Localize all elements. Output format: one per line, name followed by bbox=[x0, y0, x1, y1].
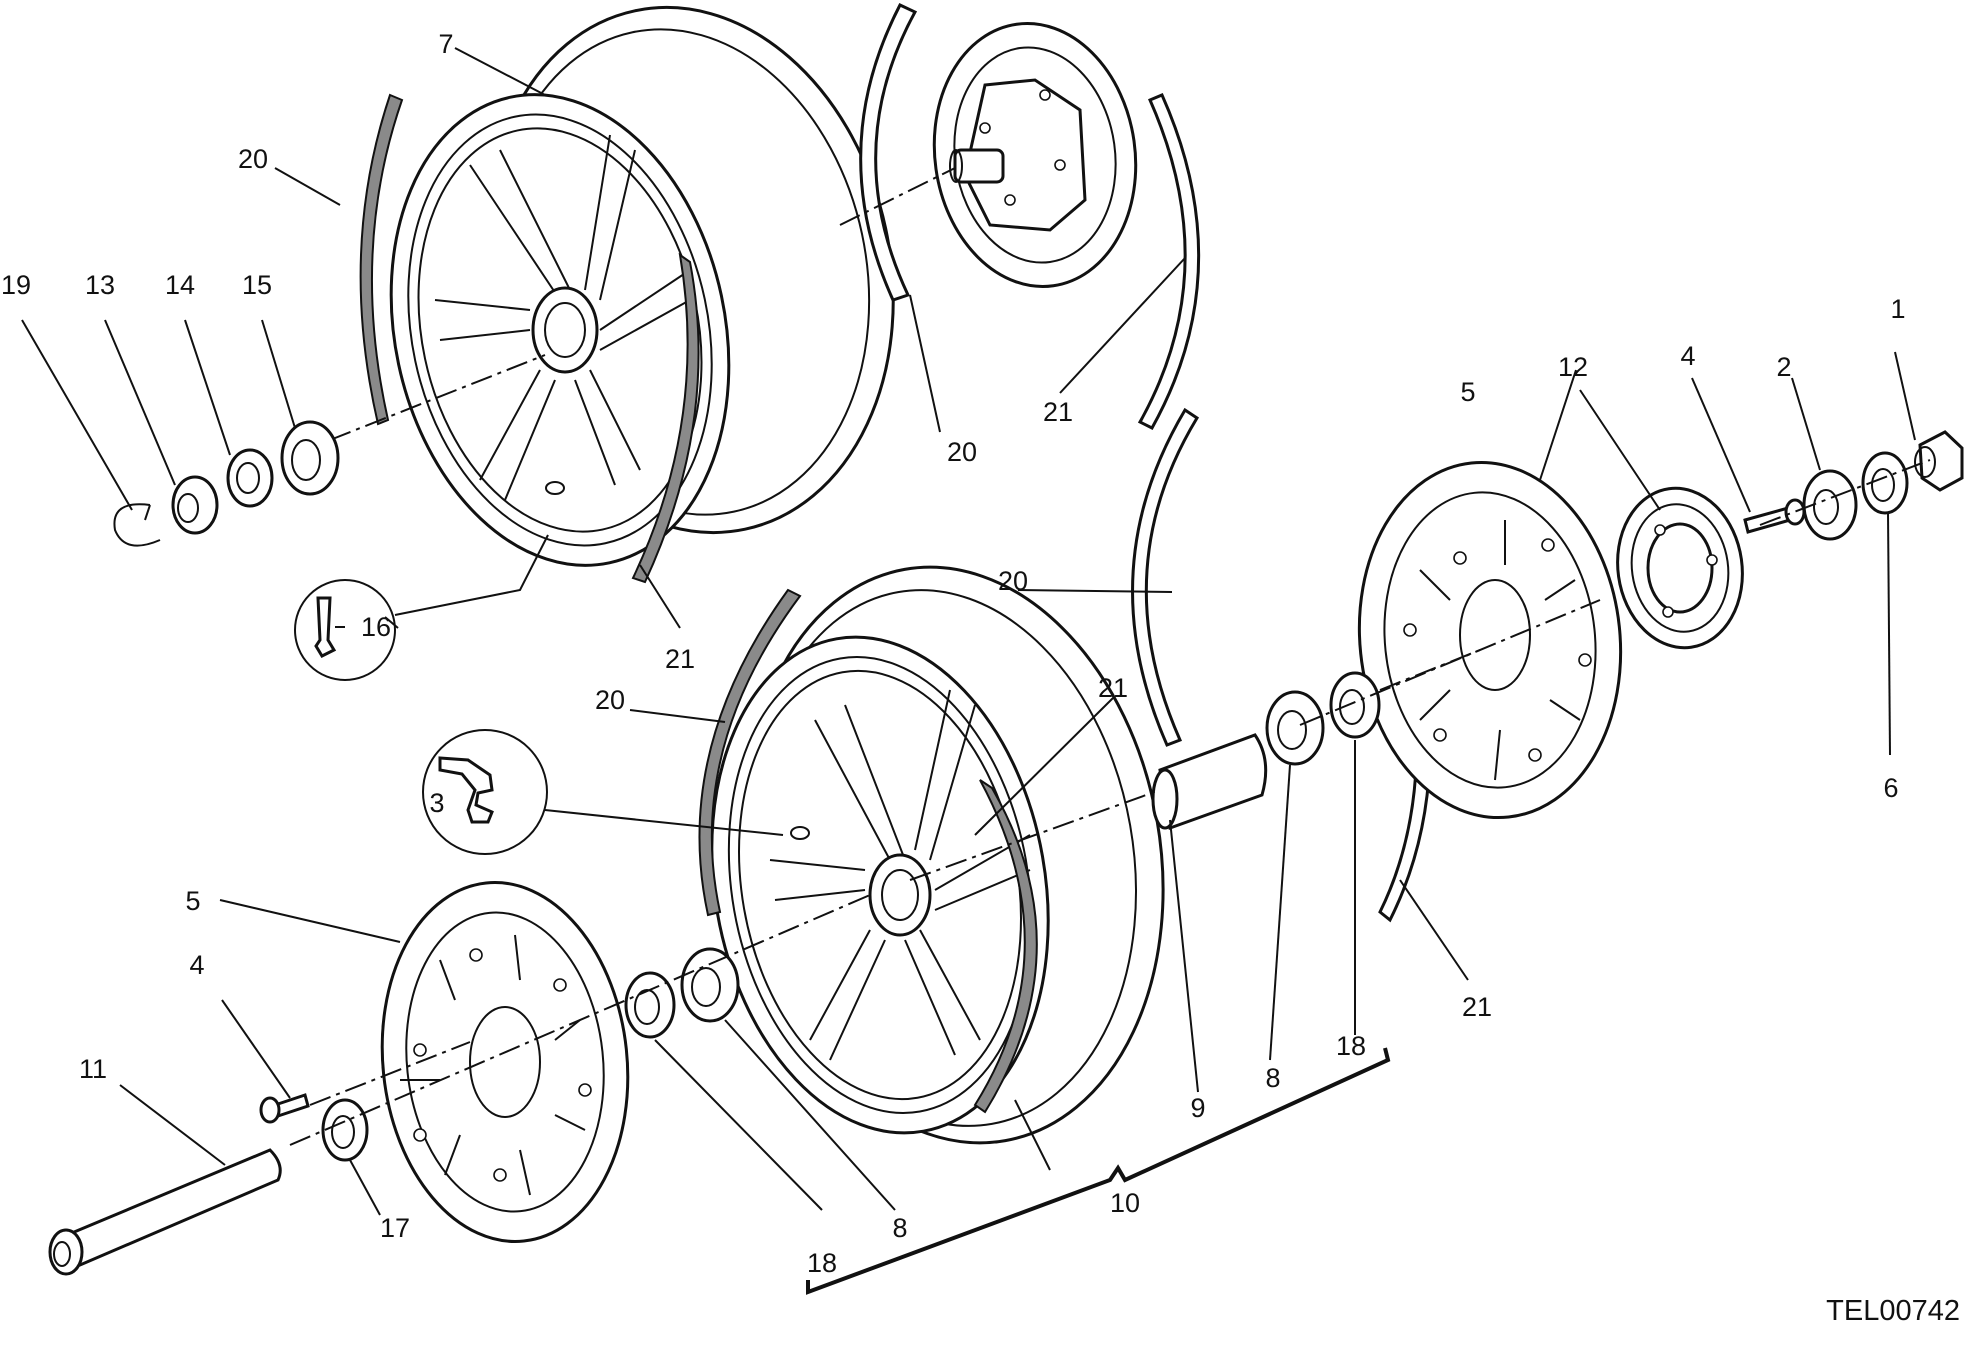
callout-1: 1 bbox=[1890, 294, 1905, 324]
rear-wheel-rim bbox=[389, 5, 895, 567]
callout-3: 3 bbox=[429, 788, 444, 818]
rear-rim-tape-right bbox=[631, 252, 700, 584]
callout-18-right: 18 bbox=[1336, 1031, 1366, 1061]
callout-8-right: 8 bbox=[1265, 1063, 1280, 1093]
callout-20-top-left: 20 bbox=[238, 144, 268, 174]
callout-8-left: 8 bbox=[892, 1213, 907, 1243]
left-bearing-8 bbox=[680, 947, 740, 1023]
wheel-axle bbox=[48, 1148, 282, 1276]
rear-ring-nut bbox=[171, 475, 219, 535]
callout-12: 12 bbox=[1558, 352, 1588, 382]
callout-4-bottom: 4 bbox=[189, 950, 204, 980]
rear-brake-disc bbox=[932, 22, 1138, 288]
callout-5-left: 5 bbox=[185, 886, 200, 916]
washer-17 bbox=[321, 1098, 369, 1162]
right-seal-18 bbox=[1329, 671, 1381, 739]
drawing-code: TEL00742 bbox=[1826, 1295, 1960, 1327]
callout-9: 9 bbox=[1190, 1093, 1205, 1123]
callout-21-rear-bottom: 21 bbox=[665, 644, 695, 674]
rear-valve-inset bbox=[294, 534, 549, 681]
callout-13: 13 bbox=[85, 270, 115, 300]
callout-17: 17 bbox=[380, 1213, 410, 1243]
front-rim-tape-left bbox=[698, 588, 802, 917]
rear-washer bbox=[226, 448, 274, 508]
callout-20-middle: 20 bbox=[998, 566, 1028, 596]
callout-7: 7 bbox=[438, 29, 453, 59]
callout-19: 19 bbox=[1, 270, 31, 300]
rear-spacer-ring bbox=[280, 420, 340, 496]
center-spacer bbox=[1151, 733, 1268, 831]
right-washer-6 bbox=[1861, 451, 1909, 515]
callout-16: 16 bbox=[361, 612, 391, 642]
callout-6: 6 bbox=[1883, 773, 1898, 803]
callout-20-lower-left: 20 bbox=[595, 685, 625, 715]
callout-18-left: 18 bbox=[807, 1248, 837, 1278]
callout-21-front: 21 bbox=[1098, 673, 1128, 703]
left-seal-18 bbox=[624, 971, 676, 1039]
right-disc-bolt bbox=[1743, 498, 1806, 534]
callout-4-top: 4 bbox=[1680, 341, 1695, 371]
front-valve-inset bbox=[422, 729, 784, 855]
rear-strip-20 bbox=[859, 3, 918, 302]
callout-5-right: 5 bbox=[1460, 377, 1475, 407]
left-disc-bolt-4 bbox=[259, 1093, 310, 1124]
right-spacer-2 bbox=[1802, 469, 1858, 541]
callout-20-top-middle: 20 bbox=[947, 437, 977, 467]
rear-brake-disc-right bbox=[1357, 460, 1623, 820]
right-bearing-8 bbox=[1265, 690, 1325, 766]
callout-21-top-right: 21 bbox=[1043, 397, 1073, 427]
callout-21-right: 21 bbox=[1462, 992, 1492, 1022]
front-wheel-rim bbox=[710, 565, 1165, 1145]
abs-tone-ring bbox=[1616, 486, 1744, 650]
callout-14: 14 bbox=[165, 270, 195, 300]
callout-15: 15 bbox=[242, 270, 272, 300]
right-axle-nut-1 bbox=[1914, 430, 1964, 492]
callout-10: 10 bbox=[1110, 1188, 1140, 1218]
front-strip-20 bbox=[1131, 407, 1200, 747]
brake-disc bbox=[380, 881, 630, 1243]
rear-strip-21 bbox=[1137, 93, 1201, 430]
callout-2: 2 bbox=[1776, 352, 1791, 382]
rear-rim-tape-left bbox=[359, 93, 404, 426]
front-rim-tape-right bbox=[973, 779, 1038, 1114]
rear-snap-ring bbox=[113, 503, 161, 547]
callout-11: 11 bbox=[79, 1054, 107, 1084]
